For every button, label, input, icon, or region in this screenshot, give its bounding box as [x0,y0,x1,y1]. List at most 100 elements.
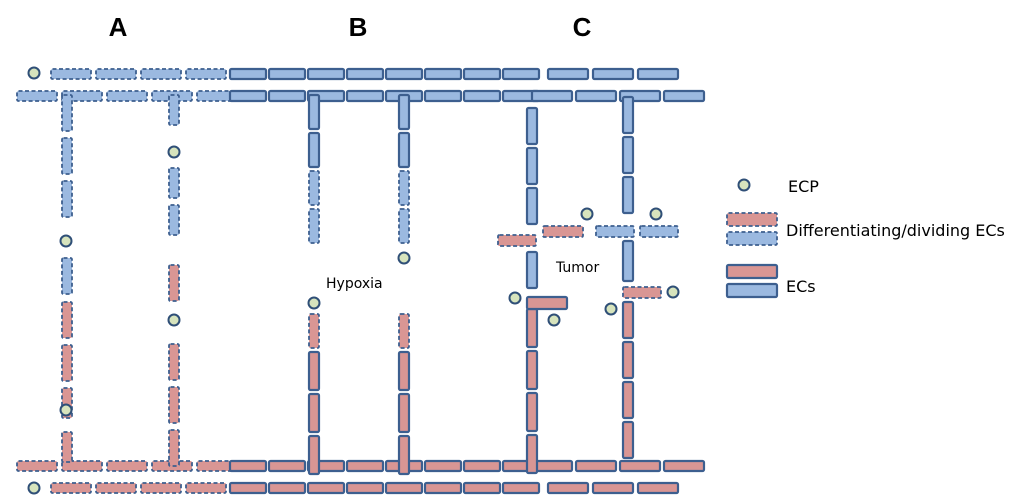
dividing-ec-cell [16,90,58,102]
ec-cell [345,481,385,495]
dividing-ec-cell [168,167,180,199]
ecp-cell [167,145,181,159]
dividing-ec-cell [168,386,180,424]
ec-cell [228,89,268,103]
dividing-ec-cell [61,460,103,472]
dividing-ec-cell [308,313,320,349]
ec-cell [345,67,385,81]
ec-cell [267,481,307,495]
ecp-cell [307,296,321,310]
ec-cell [307,434,321,476]
dividing-ec-cell [308,170,320,206]
ec-cell [525,295,569,311]
legend-differentiating-label: Differentiating/dividing ECs [786,221,1005,240]
ec-cell [267,89,307,103]
ec-cell [525,349,539,391]
dividing-ec-cell [398,170,410,206]
dividing-ec-cell [95,68,137,80]
ecp-cell [397,251,411,265]
dividing-ec-cell [61,180,73,218]
ec-cell [397,131,411,169]
ecp-cell [604,302,618,316]
ec-cell [621,340,635,380]
ec-cell [307,392,321,434]
ecp-cell [666,285,680,299]
dividing-ec-cell [50,482,92,494]
cell-layer [16,67,706,495]
legend-swatches [725,178,779,299]
dividing-ec-cell [168,343,180,381]
dividing-ec-cell [497,234,537,247]
ecp-cell [167,313,181,327]
ec-cell [423,459,463,473]
panel-label-c: C [573,12,592,42]
legend-ec-blue-swatch [725,282,779,299]
legend-dividing-pink-swatch [726,212,778,227]
ec-cell [423,481,463,495]
ec-cell [228,459,268,473]
ec-cell [525,307,539,349]
dividing-ec-cell [16,460,58,472]
dividing-ec-cell [61,94,73,132]
ec-cell [307,350,321,392]
ecp-layer [27,66,680,495]
ec-cell [306,481,346,495]
ec-cell [618,459,662,473]
ecp-cell [580,207,594,221]
legend-ec-pink-swatch [725,263,779,280]
ec-cell [384,481,424,495]
legend-ecp-label: ECP [788,177,819,196]
dividing-ec-cell [106,460,148,472]
ec-cell [662,459,706,473]
ec-cell [462,67,502,81]
ec-cell [345,459,385,473]
dividing-ec-cell [639,225,679,238]
ecp-cell [508,291,522,305]
ec-cell [530,89,574,103]
ec-cell [525,433,539,475]
ec-cell [636,67,680,81]
dividing-ec-cell [50,68,92,80]
dividing-ec-cell [398,313,410,349]
ec-cell [267,67,307,81]
ec-cell [307,93,321,131]
dividing-ec-cell [61,431,73,463]
tumor-label: Tumor [555,260,600,276]
dividing-ec-cell [398,208,410,244]
ec-cell [397,434,411,476]
ec-cell [591,67,635,81]
dividing-ec-cell [185,482,227,494]
ec-cell [621,175,635,215]
ec-cell [462,459,502,473]
dividing-ec-cell [622,286,662,299]
ecp-cell [27,66,41,80]
dividing-ec-cell [140,482,182,494]
ec-cell [591,481,635,495]
ec-cell [306,67,346,81]
ec-cell [501,67,541,81]
ec-cell [574,89,618,103]
ec-cell [228,481,268,495]
dividing-ec-cell [168,94,180,126]
ec-cell [574,459,618,473]
ec-cell [501,481,541,495]
dividing-ec-cell [185,68,227,80]
ec-cell [621,239,635,283]
dividing-ec-cell [168,264,180,302]
ec-cell [525,391,539,433]
ec-cell [525,250,539,290]
dividing-ec-cell [168,204,180,236]
legend-ecs-label: ECs [786,277,816,296]
ec-cell [525,106,539,146]
ec-cell [423,67,463,81]
dividing-ec-cell [61,257,73,295]
ec-cell [397,350,411,392]
ec-cell [546,67,590,81]
ec-cell [397,93,411,131]
ecp-cell [27,481,41,495]
hypoxia-label: Hypoxia [326,276,383,292]
dividing-ec-cell [61,301,73,339]
dividing-ec-cell [542,225,584,238]
ec-cell [397,392,411,434]
